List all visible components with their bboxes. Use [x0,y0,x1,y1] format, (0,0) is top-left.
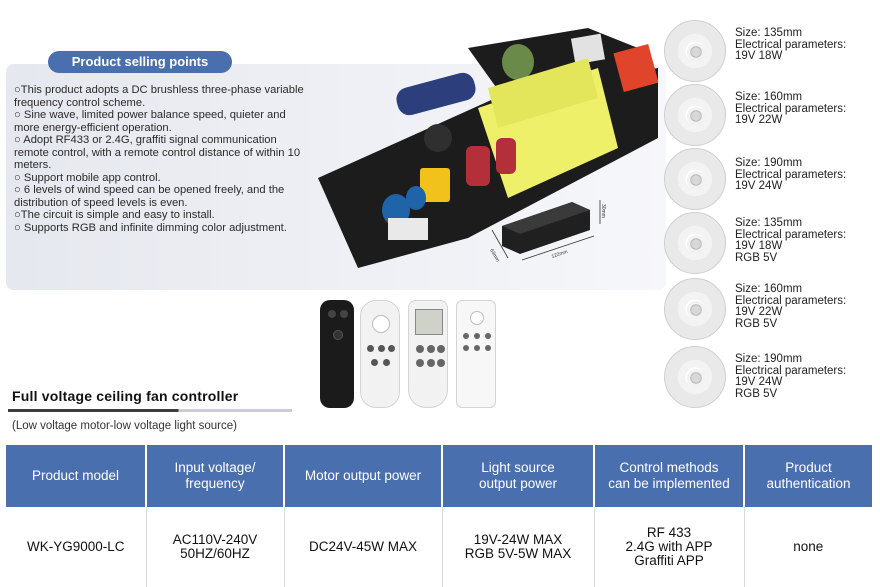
cell-authentication: none [793,539,824,554]
selling-point: ○This product adopts a DC brushless thre… [14,84,304,109]
remote-control-white-round [360,300,400,408]
cell-input-voltage: AC110V-240V 50HZ/60HZ [146,507,285,587]
selling-point: ○ Adopt RF433 or 2.4G, graffiti signal c… [14,134,301,171]
cell-light-power: 19V-24W MAX RGB 5V-5W MAX [442,507,595,587]
selling-point: ○The circuit is simple and easy to insta… [14,209,215,221]
led-module-icon [664,20,726,82]
device-width-label: 122mm [551,249,569,260]
controller-box-image: 122mm 63mm 30mm [490,200,606,263]
section-subtitle: (Low voltage motor-low voltage light sou… [12,420,237,432]
circuit-board-image [318,28,658,268]
led-module-icon [664,278,726,340]
spec-table: Product model Input voltage/ frequency M… [6,445,872,587]
cell-product-model: WK-YG9000-LC [6,507,147,587]
remote-control-black [320,300,354,408]
selling-point: ○ Support mobile app control. [14,171,161,184]
table-row: WK-YG9000-LC AC110V-240V 50HZ/60HZ DC24V… [6,507,872,587]
module-spec: Size: 160mm Electrical parameters: 19V 2… [735,91,847,127]
device-depth-label: 63mm [490,248,500,263]
module-spec: Size: 190mm Electrical parameters: 19V 2… [735,157,847,193]
header-light-power: Light source output power [442,445,595,507]
module-spec: Size: 135mm Electrical parameters: 19V 1… [735,217,847,264]
selling-point: ○ 6 levels of wind speed can be opened f… [14,184,285,209]
cell-motor-power: DC24V-45W MAX [284,507,443,587]
header-control-methods: Control methods can be implemented [594,445,745,507]
module-spec: Size: 160mm Electrical parameters: 19V 2… [735,283,847,330]
led-module-icon [664,84,726,146]
header-authentication: Product authentication [744,445,872,507]
section-underline [8,409,292,412]
selling-point: ○ Supports RGB and infinite dimming colo… [14,221,287,234]
selling-points-list: ○This product adopts a DC brushless thre… [14,84,314,234]
led-module-icon [664,212,726,274]
header-motor-power: Motor output power [284,445,443,507]
device-height-label: 30mm [600,204,606,218]
led-module-icon [664,148,726,210]
selling-point: ○ Sine wave, limited power balance speed… [14,109,286,134]
table-header-row: Product model Input voltage/ frequency M… [6,445,872,507]
remote-control-lcd [408,300,448,408]
remote-control-white-flat [456,300,496,408]
section-title: Full voltage ceiling fan controller [12,388,239,404]
header-input-voltage: Input voltage/ frequency [146,445,285,507]
cell-control-methods: RF 433 2.4G with APP Graffiti APP [594,507,745,587]
selling-points-badge: Product selling points [48,51,232,73]
module-spec: Size: 135mm Electrical parameters: 19V 1… [735,27,847,63]
led-module-icon [664,346,726,408]
module-spec: Size: 190mm Electrical parameters: 19V 2… [735,353,847,400]
header-product-model: Product model [6,445,147,507]
